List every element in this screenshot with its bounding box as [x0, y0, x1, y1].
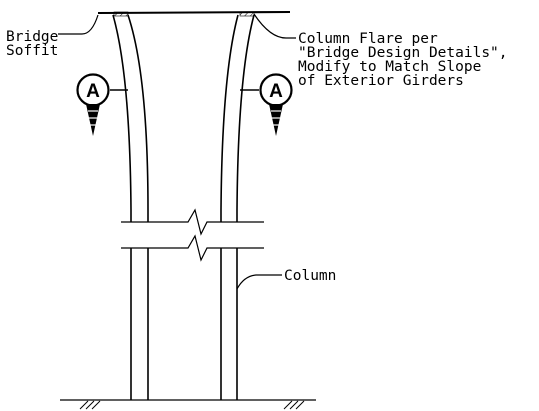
- flare-label-line1: Column Flare per: [298, 31, 438, 47]
- section-marker-left: A: [76, 73, 128, 136]
- column-inner-left-edge: [127, 14, 149, 222]
- section-marker-left-letter: A: [86, 81, 100, 102]
- soffit-label-line1: Bridge: [6, 29, 58, 45]
- flare-label-line4: of Exterior Girders: [298, 73, 464, 89]
- section-arrow-right: [269, 104, 283, 136]
- break-line-lower: [121, 234, 264, 262]
- column-leader: [236, 274, 282, 290]
- soffit-label-line2: Soffit: [6, 43, 58, 59]
- bridge-soffit-line: [97, 11, 291, 14]
- flare-leader: [253, 13, 296, 39]
- soffit-leader: [58, 14, 99, 35]
- flare-label-line3: Modify to Match Slope: [298, 59, 481, 75]
- column-outer-left-edge: [112, 14, 132, 222]
- section-marker-right-letter: A: [269, 81, 283, 102]
- flare-label-line2: "Bridge Design Details",: [298, 45, 508, 61]
- ground-hatch-right: [283, 400, 305, 410]
- left-flare-hatch: [113, 11, 129, 17]
- column-upper: [112, 14, 255, 222]
- column-inner-right-edge: [220, 14, 239, 222]
- column-outer-right-edge: [236, 14, 255, 222]
- column-label: Column: [284, 268, 336, 284]
- section-marker-right: A: [240, 73, 293, 136]
- column-lower: [130, 248, 238, 400]
- section-arrow-left: [86, 104, 100, 136]
- right-flare-hatch: [239, 11, 255, 17]
- ground-hatch-left: [79, 400, 101, 410]
- break-line-upper: [121, 208, 264, 236]
